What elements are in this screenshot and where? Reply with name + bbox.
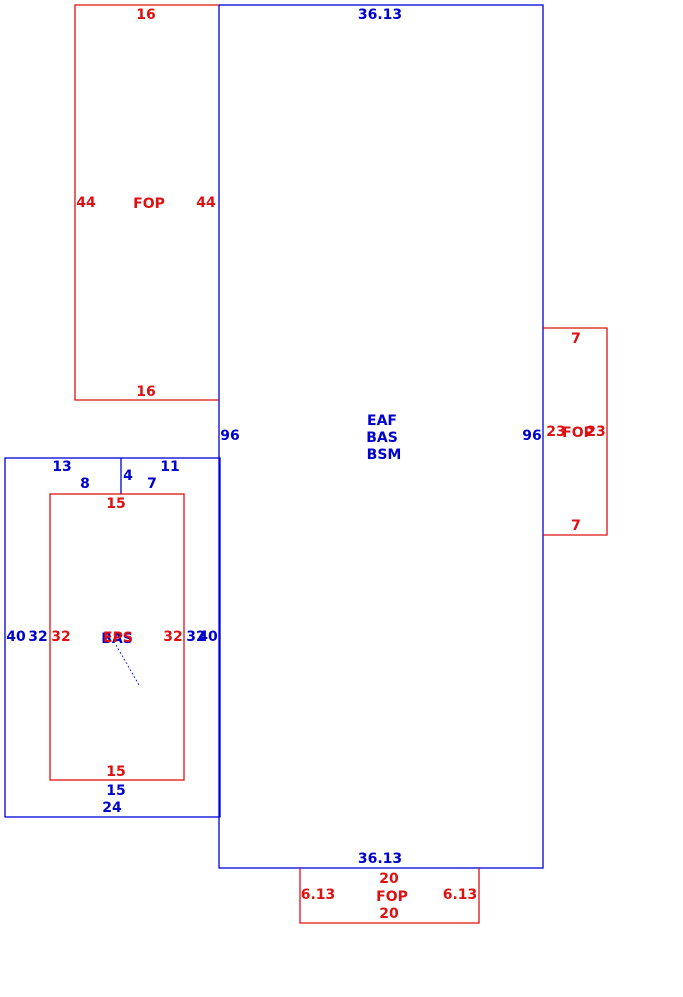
bottom-porch-left-dimension: 6.13	[301, 887, 336, 903]
main-house-bottom-dimension: 36.13	[358, 851, 402, 867]
enclosed-porch-left-dimension: 32	[51, 629, 70, 645]
right-porch-code: FOP	[562, 425, 594, 441]
bottom-porch-top-dimension: 20	[379, 871, 399, 887]
right-porch-top-dimension: 7	[571, 331, 581, 347]
main-house-code-bas: BAS	[366, 430, 398, 446]
right-porch-left-dimension: 23	[546, 424, 565, 440]
label-leader-line	[115, 644, 140, 686]
wing-outer-top-right-dimension: 11	[160, 459, 179, 475]
main-house-right-dimension: 96	[522, 428, 541, 444]
enclosed-porch-outline	[49, 493, 185, 781]
main-house-code-eaf: EAF	[367, 413, 397, 429]
upper-left-porch-left-dimension: 44	[76, 195, 96, 211]
wing-inner-left-dimension: 32	[28, 629, 47, 645]
enclosed-porch-top-dimension: 15	[106, 496, 125, 512]
wing-inner-top-right-dimension: 7	[147, 476, 157, 492]
main-house-code-bsm: BSM	[367, 447, 402, 463]
right-porch-outline	[543, 327, 608, 536]
wing-bottom-inner-dimension: 15	[106, 783, 125, 799]
right-porch-right-dimension: 23	[586, 424, 605, 440]
upper-left-porch-code: FOP	[133, 196, 165, 212]
bottom-porch-code: FOP	[376, 889, 408, 905]
bottom-porch-right-dimension: 6.13	[443, 887, 478, 903]
main-house-left-dimension: 96	[220, 428, 239, 444]
enclosed-porch-bottom-dimension: 15	[106, 764, 125, 780]
bottom-porch-bottom-dimension: 20	[379, 906, 399, 922]
bottom-porch-outline	[299, 868, 480, 924]
wing-inner-top-left-dimension: 8	[80, 476, 90, 492]
wing-outer-left-dimension: 40	[6, 629, 26, 645]
upper-left-porch-right-dimension: 44	[196, 195, 216, 211]
wing-outer-top-left-dimension: 13	[52, 459, 71, 475]
upper-left-porch-bottom-dimension: 16	[136, 384, 155, 400]
right-porch-bottom-dimension: 7	[571, 518, 581, 534]
enclosed-porch-code-primary: EPS	[103, 630, 133, 646]
upper-left-porch-top-dimension: 16	[136, 7, 155, 23]
wing-bottom-outer-dimension: 24	[102, 800, 122, 816]
enclosed-porch-code-secondary: BAS	[101, 631, 133, 647]
main-house-outline	[218, 4, 544, 869]
wing-notch-dimension: 4	[123, 468, 133, 484]
enclosed-porch-right-dimension: 32	[163, 629, 182, 645]
main-house-top-dimension: 36.13	[358, 7, 402, 23]
upper-left-porch-outline	[74, 4, 219, 401]
wing-outer-right-dimension: 40	[198, 629, 218, 645]
wing-outline	[4, 457, 221, 818]
wing-inner-right-dimension: 32	[186, 629, 205, 645]
